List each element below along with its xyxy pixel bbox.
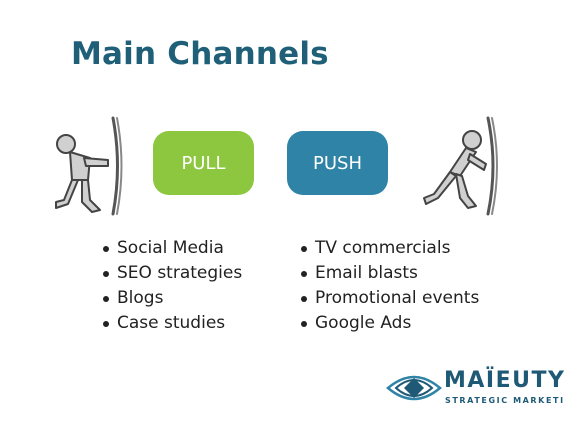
push-channel-list: TV commercials Email blasts Promotional … [301,236,479,336]
logo-tagline: STRATEGIC MARKETING [445,396,565,405]
slide-title: Main Channels [71,36,329,72]
list-item: Case studies [103,311,242,336]
list-item: Google Ads [301,311,479,336]
pull-badge: PULL [153,131,254,195]
person-pushing-door-icon [423,116,498,216]
person-pulling-door-icon [55,116,123,216]
list-item: Email blasts [301,261,479,286]
list-item: TV commercials [301,236,479,261]
list-item: Social Media [103,236,242,261]
push-badge: PUSH [287,131,388,195]
list-item: Blogs [103,286,242,311]
pull-channel-list: Social Media SEO strategies Blogs Case s… [103,236,242,336]
logo-name: MAÏEUTYK [444,368,565,393]
list-item: SEO strategies [103,261,242,286]
diamond-eye-logo-icon [386,375,442,401]
list-item: Promotional events [301,286,479,311]
brand-logo: MAÏEUTYK STRATEGIC MARKETING [386,368,565,412]
